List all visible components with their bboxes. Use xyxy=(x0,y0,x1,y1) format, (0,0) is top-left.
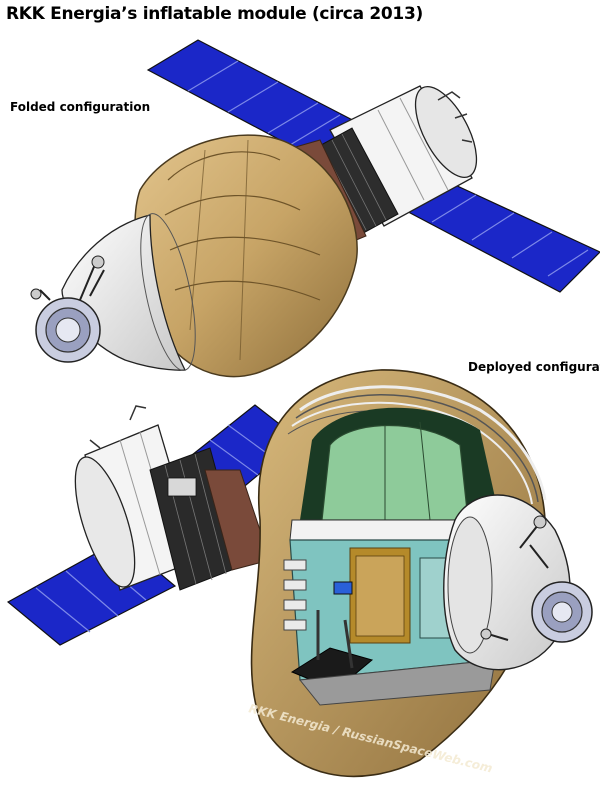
deployed-module: RKK Energia / RussianSpaceWeb.com xyxy=(6,369,593,778)
page-title: RKK Energia’s inflatable module (circa 2… xyxy=(6,4,423,24)
folded-configuration-label: Folded configuration xyxy=(10,100,151,114)
deployed-configuration-label: Deployed configuration xyxy=(468,360,600,374)
deployed-nose-cone xyxy=(443,494,571,671)
deployed-docking-port xyxy=(480,515,593,643)
deployed-interior-cutaway xyxy=(283,407,506,706)
folded-module xyxy=(30,39,600,378)
folded-docking-port xyxy=(30,255,105,363)
